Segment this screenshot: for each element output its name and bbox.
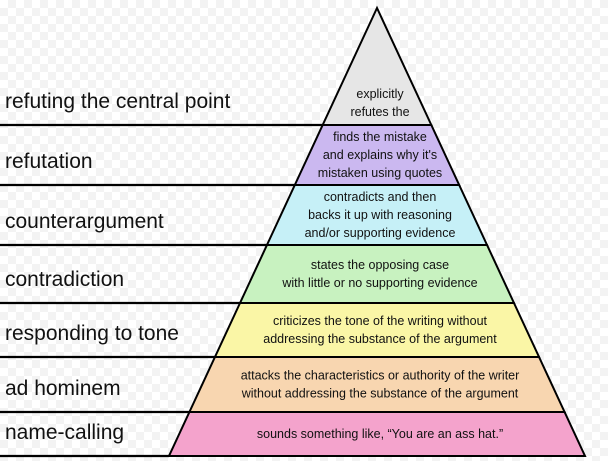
level-label: counterargument (5, 210, 164, 233)
level-description: without addressing the substance of the … (241, 387, 519, 401)
level-description: addressing the substance of the argument (263, 332, 497, 346)
level-label: contradiction (5, 268, 124, 291)
pyramid-level-band (213, 302, 541, 358)
level-description: and/or supporting evidence (305, 226, 456, 240)
level-description: backs it up with reasoning (308, 208, 452, 222)
level-description: and explains why it's (323, 148, 437, 162)
level-description: explicitly (356, 87, 404, 101)
level-description: with little or no supporting evidence (281, 276, 477, 290)
level-description: mistaken using quotes (318, 166, 442, 180)
pyramid-level-band (238, 244, 516, 304)
level-description: refutes the (350, 105, 409, 119)
level-label: ad hominem (5, 377, 121, 400)
level-description: attacks the characteristics or authority… (241, 369, 520, 383)
level-label: responding to tone (5, 322, 179, 345)
level-label: refutation (5, 150, 93, 173)
level-description: finds the mistake (333, 130, 427, 144)
level-label: refuting the central point (5, 90, 230, 113)
level-label: name-calling (5, 421, 124, 444)
level-description: criticizes the tone of the writing witho… (273, 314, 488, 328)
pyramid-level-band (187, 356, 567, 413)
level-description: states the opposing case (311, 258, 449, 272)
pyramid-level-band (167, 411, 587, 457)
level-description: sounds something like, “You are an ass h… (257, 427, 503, 441)
level-description: contradicts and then (324, 190, 437, 204)
